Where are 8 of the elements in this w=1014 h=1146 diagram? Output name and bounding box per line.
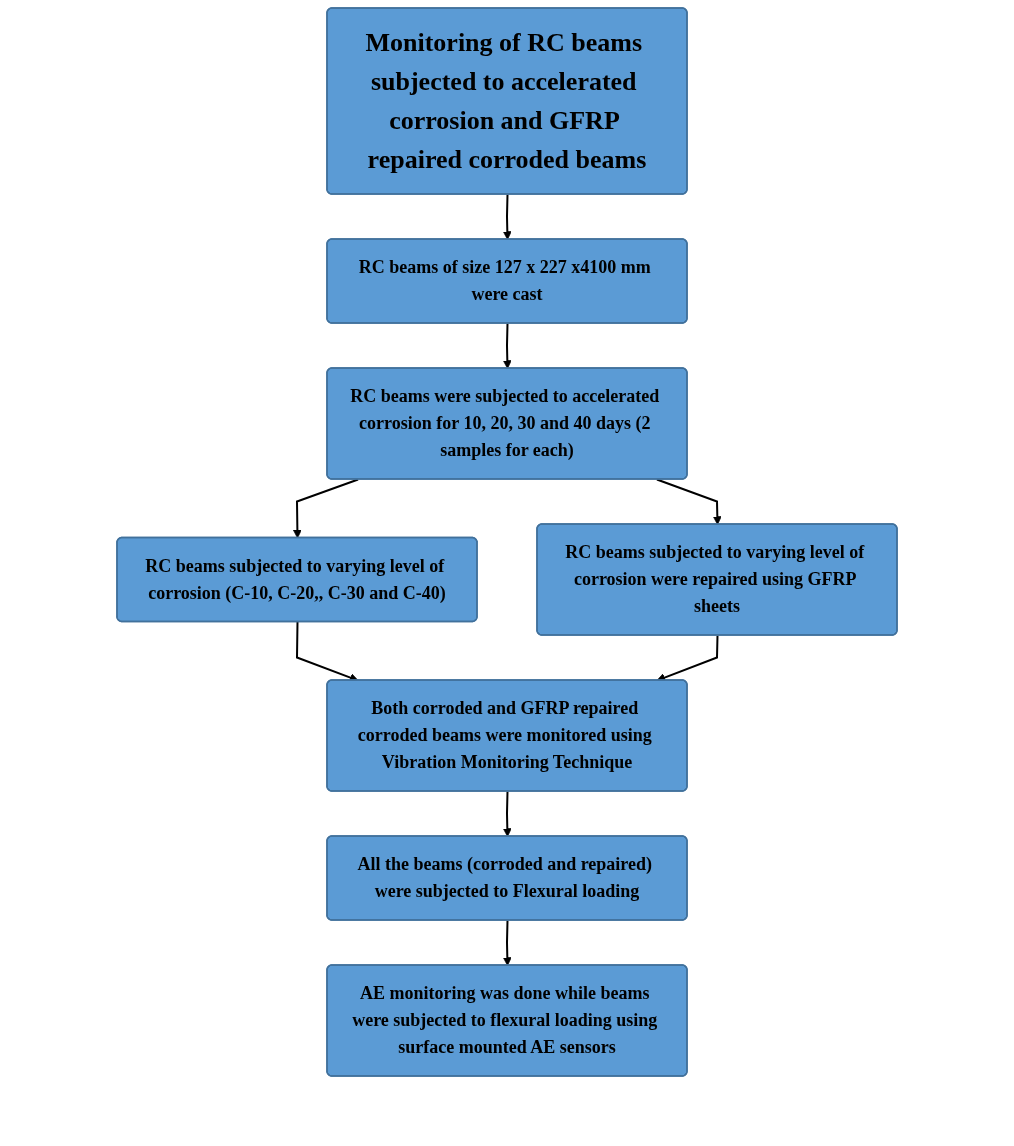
arrow [502, 322, 512, 369]
arrow [655, 478, 722, 525]
arrow [502, 919, 512, 966]
arrow [296, 621, 359, 682]
arrow [656, 634, 719, 682]
arrow [293, 478, 360, 539]
arrow [502, 790, 512, 837]
arrow [502, 193, 512, 240]
